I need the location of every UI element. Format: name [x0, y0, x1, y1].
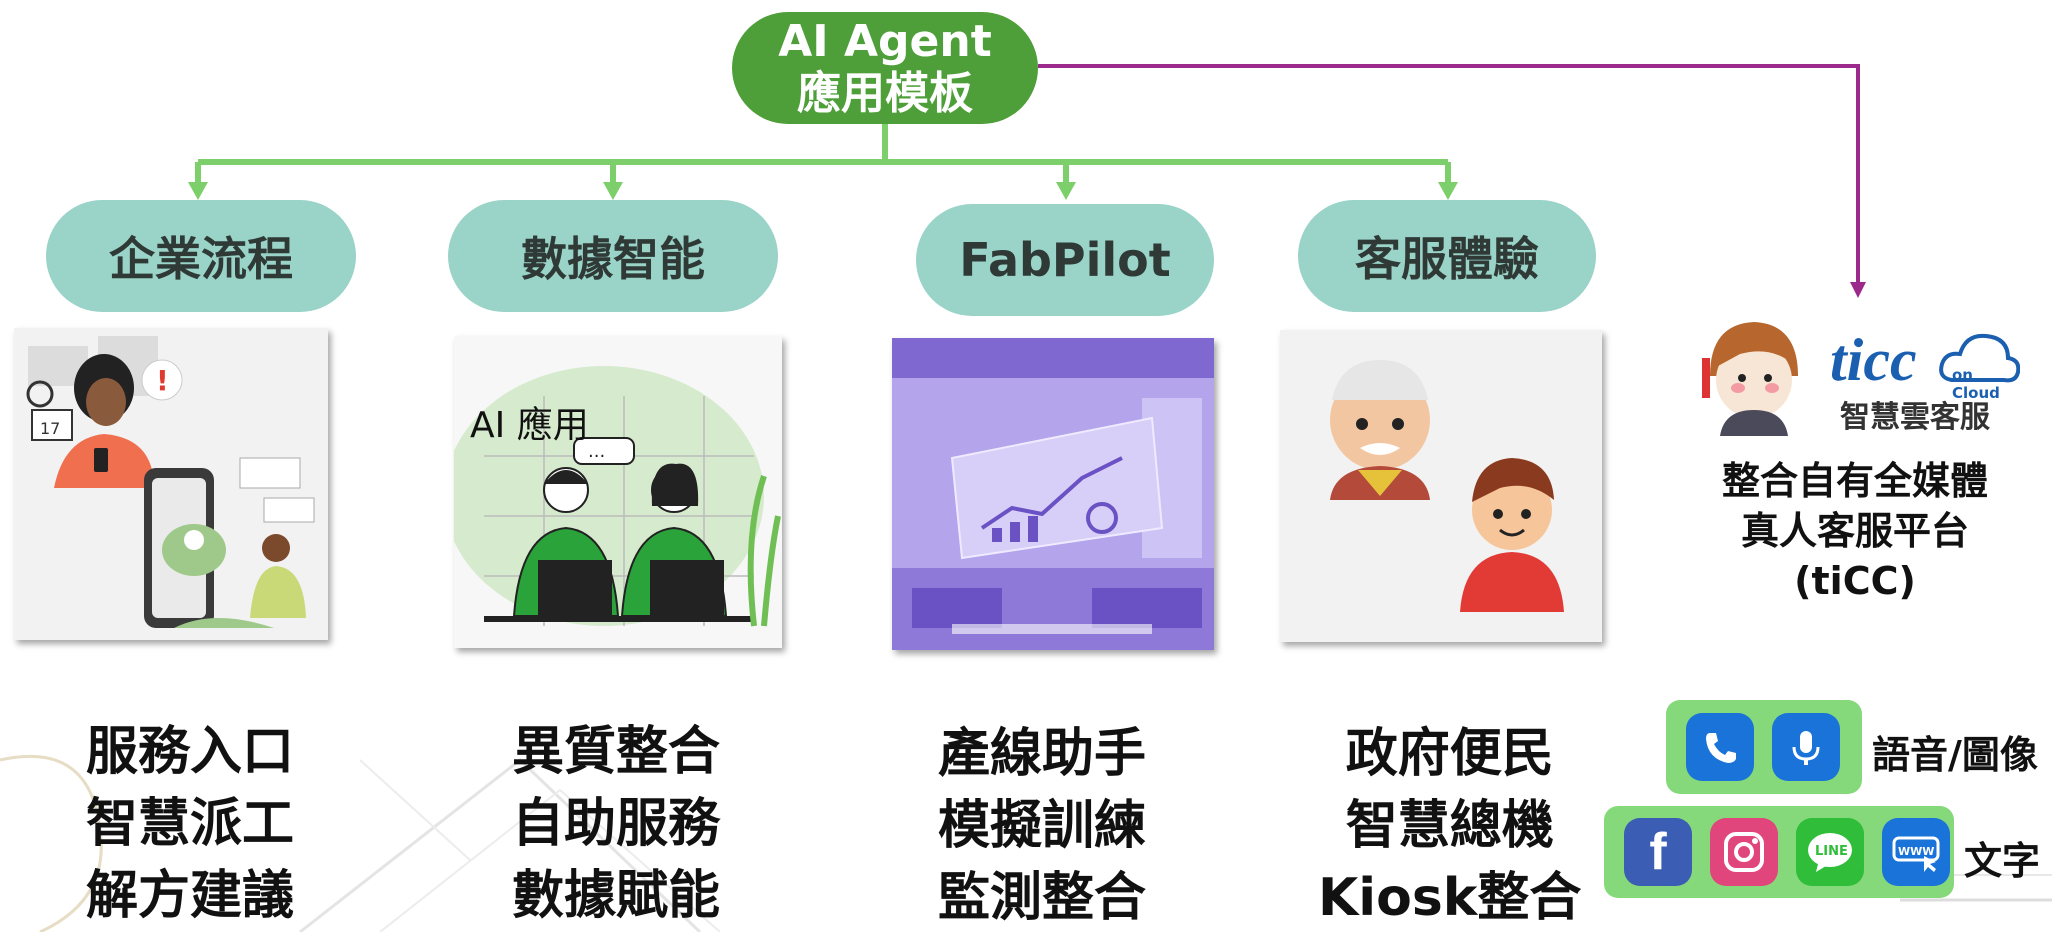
voice-channel-group — [1666, 700, 1862, 794]
elderly-and-child-illustration — [1330, 360, 1564, 612]
root-subtitle: 應用模板 — [797, 68, 973, 119]
ticc-logo: ticc on Cloud 智慧雲客服 — [1690, 306, 2020, 436]
customer-experience-illustration — [1280, 330, 1602, 642]
list-item: Kiosk整合 — [1318, 868, 1582, 928]
category-customer-experience: 客服體驗 — [1298, 200, 1596, 312]
card-caption: AI 應用 — [470, 405, 589, 446]
svg-text:17: 17 — [40, 419, 60, 438]
list-item: 自助服務 — [512, 794, 721, 854]
list-item: 產線助手 — [938, 724, 1147, 784]
fabpilot-illustration — [892, 338, 1214, 650]
root-title: AI Agent — [778, 16, 992, 67]
root-node-ai-agent: AI Agent 應用模板 — [732, 12, 1038, 124]
support-agent-illustration: 17 ! — [26, 336, 315, 628]
text-channel-group: f LINE WWW — [1604, 806, 1954, 898]
facebook-icon[interactable]: f — [1624, 818, 1692, 886]
ticc-logo-caption: 智慧雲客服 — [1840, 400, 1990, 435]
desc-line: 整合自有全媒體 — [1721, 459, 1988, 503]
list-item: 智慧派工 — [86, 794, 295, 854]
text-channel-label: 文字 — [1964, 839, 2041, 883]
category-fabpilot: FabPilot — [916, 204, 1214, 316]
list-item: 模擬訓練 — [938, 796, 1147, 856]
list-item: 數據賦能 — [512, 866, 721, 926]
category-label: 數據智能 — [521, 232, 705, 286]
list-item: 異質整合 — [512, 722, 721, 782]
instagram-icon[interactable] — [1710, 818, 1778, 886]
list-item: 服務入口 — [86, 722, 295, 782]
line-app-icon[interactable]: LINE — [1796, 818, 1864, 886]
mascot-icon — [1702, 322, 1798, 436]
data-intelligence-illustration: ... AI 應用 — [454, 336, 782, 648]
list-item: 政府便民 — [1345, 724, 1554, 784]
call-center-agents-illustration: ... — [454, 366, 781, 627]
enterprise-process-items: 服務入口 智慧派工 解方建議 — [86, 716, 294, 932]
customer-experience-items: 政府便民 智慧總機 Kiosk整合 — [1318, 718, 1581, 934]
desc-line: 真人客服平台 — [1740, 509, 1969, 553]
category-label: 客服體驗 — [1355, 232, 1539, 286]
svg-text:!: ! — [156, 364, 169, 397]
enterprise-process-illustration: 17 ! — [14, 328, 328, 640]
desc-line: (tiCC) — [1794, 559, 1916, 603]
hologram-dashboard-illustration — [892, 338, 1214, 650]
website-icon[interactable]: WWW — [1882, 818, 1950, 886]
phone-call-icon[interactable] — [1686, 713, 1754, 781]
fabpilot-items: 產線助手 模擬訓練 監測整合 — [938, 718, 1146, 934]
svg-text:WWW: WWW — [1898, 845, 1934, 858]
microphone-icon[interactable] — [1772, 713, 1840, 781]
data-intelligence-items: 異質整合 自助服務 數據賦能 — [512, 716, 720, 932]
svg-text:LINE: LINE — [1815, 844, 1848, 859]
list-item: 解方建議 — [86, 866, 295, 926]
list-item: 智慧總機 — [1345, 796, 1554, 856]
category-label: 企業流程 — [109, 232, 293, 286]
category-label: FabPilot — [959, 233, 1171, 287]
voice-channel-label: 語音/圖像 — [1872, 733, 2038, 777]
ticc-logo-sub: on Cloud — [1952, 366, 2000, 402]
ticc-description: 整合自有全媒體 真人客服平台 (tiCC) — [1710, 456, 2000, 606]
ticc-logo-text: ticc — [1830, 327, 1917, 393]
svg-text:...: ... — [588, 441, 605, 462]
list-item: 監測整合 — [938, 868, 1147, 928]
cloud-icon — [1939, 333, 2020, 383]
category-enterprise-process: 企業流程 — [46, 200, 356, 312]
category-data-intelligence: 數據智能 — [448, 200, 778, 312]
